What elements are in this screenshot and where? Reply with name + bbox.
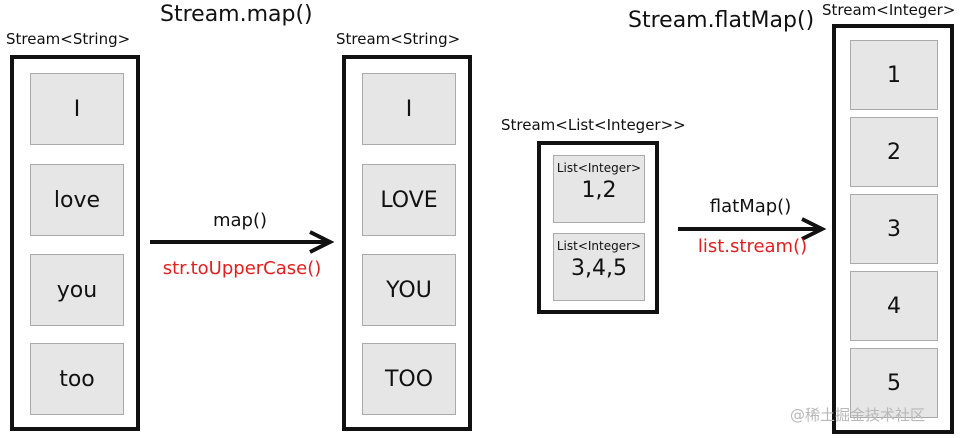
integer-item: 2	[850, 117, 938, 187]
integer-item: 4	[850, 271, 938, 341]
mapped-stream-type-label: Stream<String>	[336, 30, 461, 48]
source-item: you	[30, 254, 124, 326]
flatmap-title: Stream.flatMap()	[628, 8, 815, 33]
list-item-type-label: List<Integer>	[556, 161, 642, 175]
map-arrow-label: map()	[212, 210, 268, 231]
mapped-stream-box: I LOVE YOU TOO	[342, 55, 472, 431]
list-item: List<Integer> 1,2	[553, 155, 645, 223]
integer-item: 1	[850, 40, 938, 110]
source-stream-box: I love you too	[10, 55, 140, 431]
list-stream-box: List<Integer> 1,2 List<Integer> 3,4,5	[537, 141, 659, 314]
mapped-item: LOVE	[362, 164, 456, 236]
list-stream-type-label: Stream<List<Integer>>	[501, 116, 686, 134]
map-title: Stream.map()	[160, 2, 313, 27]
source-stream-type-label: Stream<String>	[6, 30, 131, 48]
map-function-label: str.toUpperCase()	[162, 258, 322, 279]
list-item: List<Integer> 3,4,5	[553, 233, 645, 301]
integer-stream-type-label: Stream<Integer>	[822, 1, 956, 19]
watermark-text: @稀土掘金技术社区	[790, 406, 926, 424]
flatmap-arrow-label: flatMap()	[709, 196, 792, 217]
mapped-item: YOU	[362, 254, 456, 326]
flatmap-function-label: list.stream()	[697, 236, 808, 257]
mapped-item: I	[362, 73, 456, 145]
source-item: love	[30, 164, 124, 236]
source-item: I	[30, 73, 124, 145]
list-item-value: 1,2	[581, 178, 617, 203]
integer-item: 5	[850, 348, 938, 418]
mapped-item: TOO	[362, 343, 456, 415]
map-arrow-icon	[150, 230, 335, 254]
integer-item: 3	[850, 194, 938, 264]
list-item-value: 3,4,5	[571, 256, 627, 281]
integer-stream-box: 1 2 3 4 5	[832, 24, 954, 434]
source-item: too	[30, 343, 124, 415]
list-item-type-label: List<Integer>	[556, 239, 642, 253]
flatmap-arrow-icon	[678, 217, 827, 241]
